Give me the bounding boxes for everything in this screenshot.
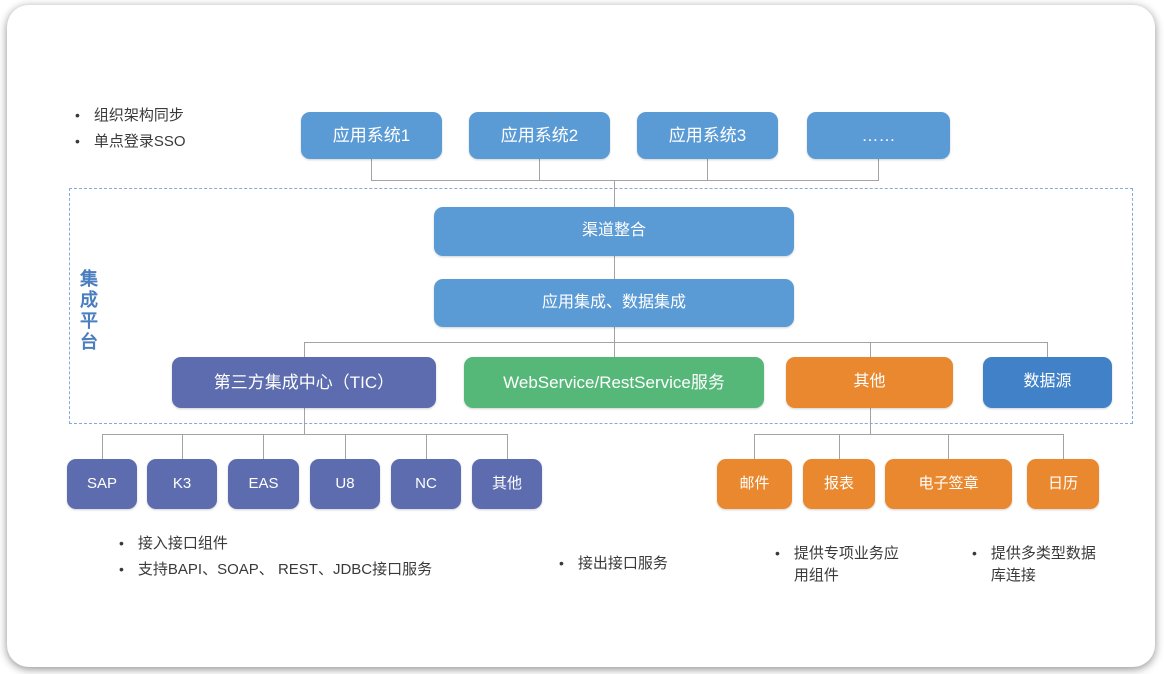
connector (371, 159, 372, 180)
slide-card: 组织架构同步 单点登录SSO 应用系统1 应用系统2 应用系统3 …… 集成平台… (7, 5, 1155, 667)
note-item: 提供多类型数据库连接 (972, 543, 1122, 587)
connector (614, 327, 615, 342)
connector (507, 434, 508, 459)
tic-notes: 接入接口组件 支持BAPI、SOAP、 REST、JDBC接口服务 (119, 533, 432, 585)
node-report: 报表 (803, 459, 875, 509)
connector (614, 342, 615, 357)
note-text: 单点登录SSO (93, 132, 186, 150)
node-app-system-more: …… (807, 112, 950, 159)
node-sap: SAP (67, 459, 137, 509)
node-app-system-2: 应用系统2 (469, 112, 610, 159)
connector (878, 159, 879, 180)
node-webservice-restservice: WebService/RestService服务 (464, 357, 764, 408)
connector (304, 408, 305, 434)
other-notes: 提供专项业务应用组件 (775, 543, 917, 591)
node-k3: K3 (147, 459, 217, 509)
top-notes: 组织架构同步 单点登录SSO (75, 105, 186, 157)
connector (839, 434, 840, 459)
connector (754, 434, 755, 459)
connector (263, 434, 264, 459)
connector (304, 342, 305, 357)
note-item: 接入接口组件 (119, 533, 432, 555)
node-data-source: 数据源 (983, 357, 1112, 408)
node-app-data-integration: 应用集成、数据集成 (434, 279, 794, 327)
datasource-notes: 提供多类型数据库连接 (972, 543, 1122, 591)
note-text: 接入接口组件 (137, 535, 228, 552)
connector (614, 180, 615, 207)
node-tic-center: 第三方集成中心（TIC） (172, 357, 436, 408)
connector (426, 434, 427, 459)
node-app-system-1: 应用系统1 (301, 112, 442, 159)
connector (539, 159, 540, 180)
note-item: 支持BAPI、SOAP、 REST、JDBC接口服务 (119, 559, 432, 581)
node-app-system-3: 应用系统3 (637, 112, 778, 159)
connector (870, 342, 871, 357)
connector (102, 434, 103, 459)
connector (371, 180, 879, 181)
connector (345, 434, 346, 459)
connector (754, 434, 1063, 435)
connector (182, 434, 183, 459)
note-item: 单点登录SSO (75, 131, 186, 153)
note-text: 支持BAPI、SOAP、 REST、JDBC接口服务 (137, 560, 433, 578)
note-item: 提供专项业务应用组件 (775, 543, 917, 587)
note-item: 接出接口服务 (559, 553, 668, 575)
connector (102, 434, 508, 435)
connector (1047, 342, 1048, 357)
connector (948, 434, 949, 459)
note-text: 接出接口服务 (577, 555, 668, 572)
node-e-signature: 电子签章 (885, 459, 1012, 509)
node-nc: NC (391, 459, 461, 509)
integration-platform-label: 集成平台 (78, 269, 98, 353)
note-text: 提供多类型数据库连接 (990, 545, 1096, 584)
note-text: 提供专项业务应用组件 (793, 545, 899, 584)
integration-platform-frame (69, 188, 1133, 424)
note-text: 组织架构同步 (93, 107, 184, 124)
node-calendar: 日历 (1027, 459, 1099, 509)
node-tic-other: 其他 (472, 459, 542, 509)
connector (707, 159, 708, 180)
connector (1063, 434, 1064, 459)
node-other-services: 其他 (786, 357, 953, 408)
node-mail: 邮件 (717, 459, 792, 509)
node-u8: U8 (310, 459, 380, 509)
connector (614, 256, 615, 279)
node-channel-integration: 渠道整合 (434, 207, 794, 256)
node-eas: EAS (228, 459, 299, 509)
webservice-notes: 接出接口服务 (559, 553, 668, 579)
connector (304, 342, 1048, 343)
note-item: 组织架构同步 (75, 105, 186, 127)
connector (870, 408, 871, 434)
